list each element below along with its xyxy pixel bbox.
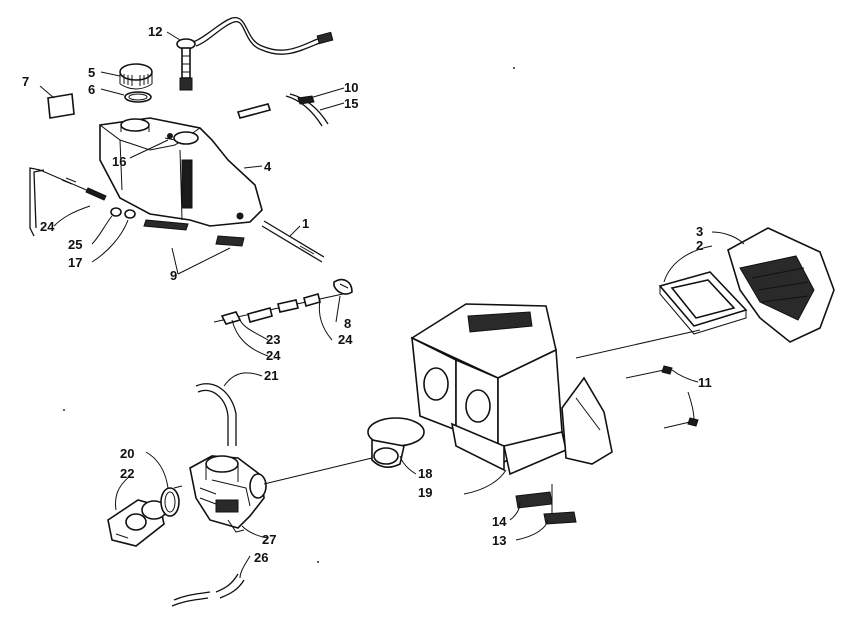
carb-to-box-line	[263, 457, 373, 485]
leader-lines	[39, 31, 745, 579]
carburetor	[189, 455, 267, 533]
tank-pads	[143, 219, 245, 247]
drain-hose	[171, 573, 245, 607]
callout-16: 16	[112, 154, 126, 169]
callout-13: 13	[492, 533, 506, 548]
callout-24-left: 24	[266, 348, 281, 363]
callout-10: 10	[344, 80, 358, 95]
callout-21: 21	[264, 368, 278, 383]
callout-27: 26	[254, 550, 268, 565]
callout-3: 3	[696, 224, 703, 239]
fuel-tank	[99, 117, 263, 227]
cap-gasket	[124, 91, 152, 103]
tank-strap	[29, 167, 136, 237]
callout-17: 17	[68, 255, 82, 270]
fuel-gauge-sender	[176, 17, 334, 91]
callout-7: 7	[22, 74, 29, 89]
callout-6: 6	[88, 82, 95, 97]
callout-11: 11	[698, 375, 712, 390]
callout-12: 12	[148, 24, 162, 39]
callout-4: 4	[264, 159, 272, 174]
air-box-gasket	[658, 271, 748, 335]
callout-24-right: 24	[338, 332, 353, 347]
screws	[625, 365, 699, 429]
air-box-cover	[727, 227, 835, 343]
callout-8: 8	[344, 316, 351, 331]
carburetor-flange	[107, 499, 167, 547]
callout-26: 25	[68, 237, 82, 252]
callout-15: 15	[344, 96, 358, 111]
callout-9: 9	[170, 268, 177, 283]
callout-labels: 12 5 6 7 10 15 16 4 1 24 25 17 9 8 24 23…	[22, 24, 712, 565]
hose-clamp	[160, 485, 183, 517]
callout-28: 27	[262, 532, 276, 547]
callout-5: 5	[88, 65, 95, 80]
box-to-airbox-line	[575, 329, 701, 359]
callout-19: 19	[418, 485, 432, 500]
vent-hose	[236, 93, 329, 127]
callout-22: 22	[120, 466, 134, 481]
intake-silencer	[410, 303, 613, 476]
callout-25: 24	[40, 219, 55, 234]
tank-mount-bolt	[261, 220, 325, 263]
fuel-line	[213, 278, 353, 325]
decal	[47, 93, 75, 119]
callout-14: 14	[492, 514, 507, 529]
callout-2: 2	[696, 238, 703, 253]
specks	[63, 67, 515, 563]
fuel-cap	[119, 63, 153, 90]
callout-20: 20	[120, 446, 134, 461]
callout-23: 23	[266, 332, 280, 347]
intake-adapter	[367, 417, 425, 468]
callout-1: 1	[302, 216, 309, 231]
callout-18: 18	[418, 466, 432, 481]
impulse-line	[195, 383, 237, 446]
silencer-pads	[515, 484, 577, 525]
